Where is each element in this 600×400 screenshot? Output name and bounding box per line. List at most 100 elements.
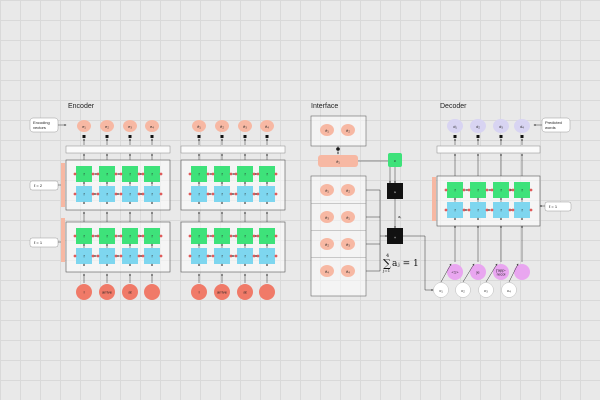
encoding-vector-label: ē₁ [197, 124, 201, 129]
decoder-input-label: <1> [452, 269, 460, 274]
gate-dot [490, 188, 494, 192]
lstm-backward-cell-box [214, 186, 230, 202]
output-port [128, 135, 132, 138]
gate-dot [73, 172, 77, 176]
concat-bar [65, 145, 171, 154]
encoding-vector-node [145, 120, 159, 132]
lstm-forward-cell: f [96, 228, 118, 244]
connector [485, 263, 498, 283]
gate-dot [211, 254, 215, 258]
encoding-vector-node [192, 120, 206, 132]
lstm-forward-cell-box [122, 166, 138, 182]
encoding-vector-node [215, 120, 229, 132]
gate-dot [206, 172, 210, 176]
interface-vector-node [341, 184, 355, 196]
encoding-vector-node [260, 120, 274, 132]
lstm-backward-cell-box [447, 202, 463, 218]
lstm-forward-cell: f [211, 166, 233, 182]
layer-strip [61, 218, 65, 262]
input-token-node [214, 284, 230, 300]
lstm-backward-cell-box [144, 248, 160, 264]
decoder-input-label: je [475, 269, 480, 274]
lstm-backward-cell-label: f [500, 208, 502, 213]
gate-dot [96, 234, 100, 238]
interface-vector-node [341, 211, 355, 223]
attention-weight-label: aₜ [398, 214, 401, 219]
lstm-forward-cell-label: f [106, 172, 108, 177]
lstm-forward-cell: f [141, 166, 163, 182]
interface-vector-label: ē₁ [346, 215, 350, 220]
layer-1-label: ℓ = 1 [29, 237, 65, 248]
lstm-forward-cell-label: f [129, 172, 131, 177]
lstm-backward-cell-box [191, 186, 207, 202]
lstm-forward-cell-label: f [500, 188, 502, 193]
input-token-label: I [198, 290, 199, 295]
gate-dot [256, 254, 260, 258]
lstm-backward-cell-label: f [106, 254, 108, 259]
gate-dot [96, 192, 100, 196]
predicted-word-label: d₂ [476, 124, 480, 129]
lstm-forward-cell: f [490, 182, 512, 198]
gate-dot [508, 188, 512, 192]
concat-bar [436, 145, 541, 154]
output-port [476, 135, 480, 138]
lstm-backward-cell: f [73, 248, 95, 264]
lstm-backward-cell: f [256, 186, 278, 202]
attention-sum-formula: 4 ∑ j=1 aⱼ = 1 [382, 253, 419, 273]
lstm-forward-cell: f [467, 182, 489, 198]
predicted-word-label: d₁ [453, 124, 457, 129]
gate-dot [137, 234, 141, 238]
lstm-backward-cell-label: f [266, 192, 268, 197]
lstm-forward-cell: f [73, 228, 95, 244]
input-token-label: arrive [102, 290, 113, 295]
lstm-forward-cell-box [493, 182, 509, 198]
lstm-backward-cell: f [96, 186, 118, 202]
gate-dot [529, 208, 533, 212]
lstm-backward-cell: f [119, 248, 141, 264]
gate-dot [485, 208, 489, 212]
lstm-backward-cell-box [99, 186, 115, 202]
lstm-backward-cell-box [122, 248, 138, 264]
lstm-backward-cell-label: f [221, 254, 223, 259]
gate-dot [137, 192, 141, 196]
decoder-title: Decoder [440, 103, 467, 110]
lstm-backward-cell-box [214, 248, 230, 264]
gate-dot [159, 234, 163, 238]
input-token-node [76, 284, 92, 300]
gate-dot [252, 234, 256, 238]
gate-dot [511, 188, 515, 192]
gate-dot [188, 254, 192, 258]
gate-dot [141, 234, 145, 238]
lstm-backward-cell: f [256, 248, 278, 264]
lstm-forward-cell: f [234, 228, 256, 244]
predicted-word-node [447, 119, 463, 133]
lstm-backward-cell-box [470, 202, 486, 218]
encoding-vectors-label: Encoding vectors [29, 117, 67, 133]
output-port [243, 135, 247, 138]
lstm-forward-cell-box [122, 228, 138, 244]
layer-2-label: ℓ = 2 [29, 180, 65, 191]
lstm-forward-cell-box [99, 166, 115, 182]
interface-vector-label: ē₃ [346, 242, 350, 247]
gate-dot [467, 208, 471, 212]
gate-dot [206, 234, 210, 238]
lstm-forward-cell-box [99, 228, 115, 244]
lstm-forward-cell-box [76, 166, 92, 182]
predicted-word-node [514, 119, 530, 133]
gate-dot [91, 172, 95, 176]
lstm-forward-cell-label: f [266, 234, 268, 239]
gate-dot [73, 192, 77, 196]
gate-dot [141, 172, 145, 176]
decoder-input-label: j'app- [495, 267, 506, 272]
lstm-forward-cell-box [214, 166, 230, 182]
lstm-forward-cell-box [191, 166, 207, 182]
encoding-vector-label: ē₂ [220, 124, 224, 129]
lstm-forward-cell-label: f [83, 234, 85, 239]
encoding-vector-label: e₄ [150, 124, 154, 129]
layer-strip [61, 163, 65, 207]
gate-dot [96, 254, 100, 258]
